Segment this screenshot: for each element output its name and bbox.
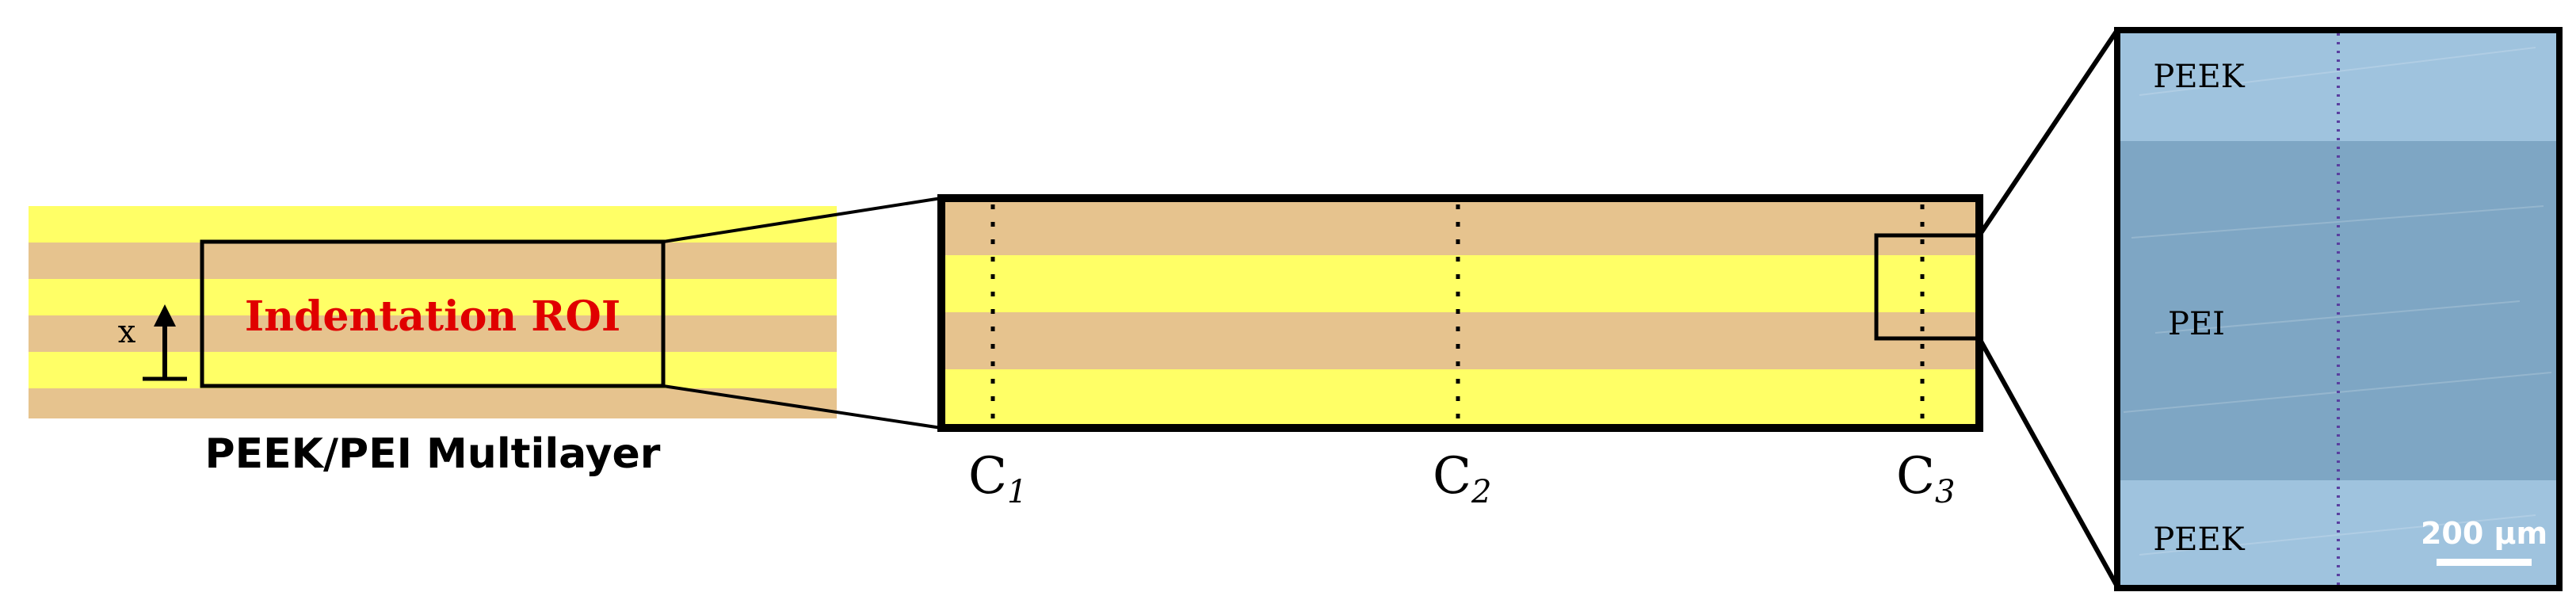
multilayer-caption: PEEK/PEI Multilayer: [205, 430, 661, 478]
x-axis-arrow: [143, 304, 187, 381]
zoom-layer-pei-1: [941, 255, 1979, 312]
scale-bar-label: 200 µm: [2421, 516, 2547, 551]
micrograph-connector-bottom: [1977, 337, 2120, 588]
micrograph-scratches: [2123, 47, 2552, 556]
line-label-c2: C2: [1433, 447, 1491, 510]
scale-bar: [2437, 559, 2532, 566]
micrograph-label-peek-top: PEEK: [2153, 59, 2245, 95]
zoom-layer-pei-2: [941, 369, 1979, 428]
micrograph-frame: [2114, 27, 2563, 591]
layer-pei-1: [29, 206, 837, 243]
zoom-layer-peek-2: [941, 312, 1979, 369]
micrograph-connector-top: [1977, 29, 2120, 237]
x-axis-label: x: [118, 314, 136, 350]
micrograph-panel: [2114, 27, 2563, 591]
zoom-connector-top: [662, 197, 942, 243]
micrograph-label-pei: PEI: [2168, 306, 2225, 342]
layer-pei-3: [29, 352, 837, 388]
zoom-connector-bottom: [662, 384, 942, 430]
line-label-c1: C1: [968, 447, 1027, 510]
micrograph-label-peek-bottom: PEEK: [2153, 521, 2245, 558]
roi-box: [200, 239, 666, 388]
micrograph-peek-bottom: [2117, 480, 2559, 588]
line-label-c3: C3: [1896, 447, 1955, 510]
roi-label: Indentation ROI: [245, 292, 620, 341]
micrograph-pei: [2117, 141, 2559, 480]
micrograph-roi-box: [1874, 233, 1982, 341]
zoom-layer-peek-1: [941, 198, 1979, 255]
layer-peek-1: [29, 243, 837, 279]
roi-zoom-panel: [937, 194, 1983, 432]
